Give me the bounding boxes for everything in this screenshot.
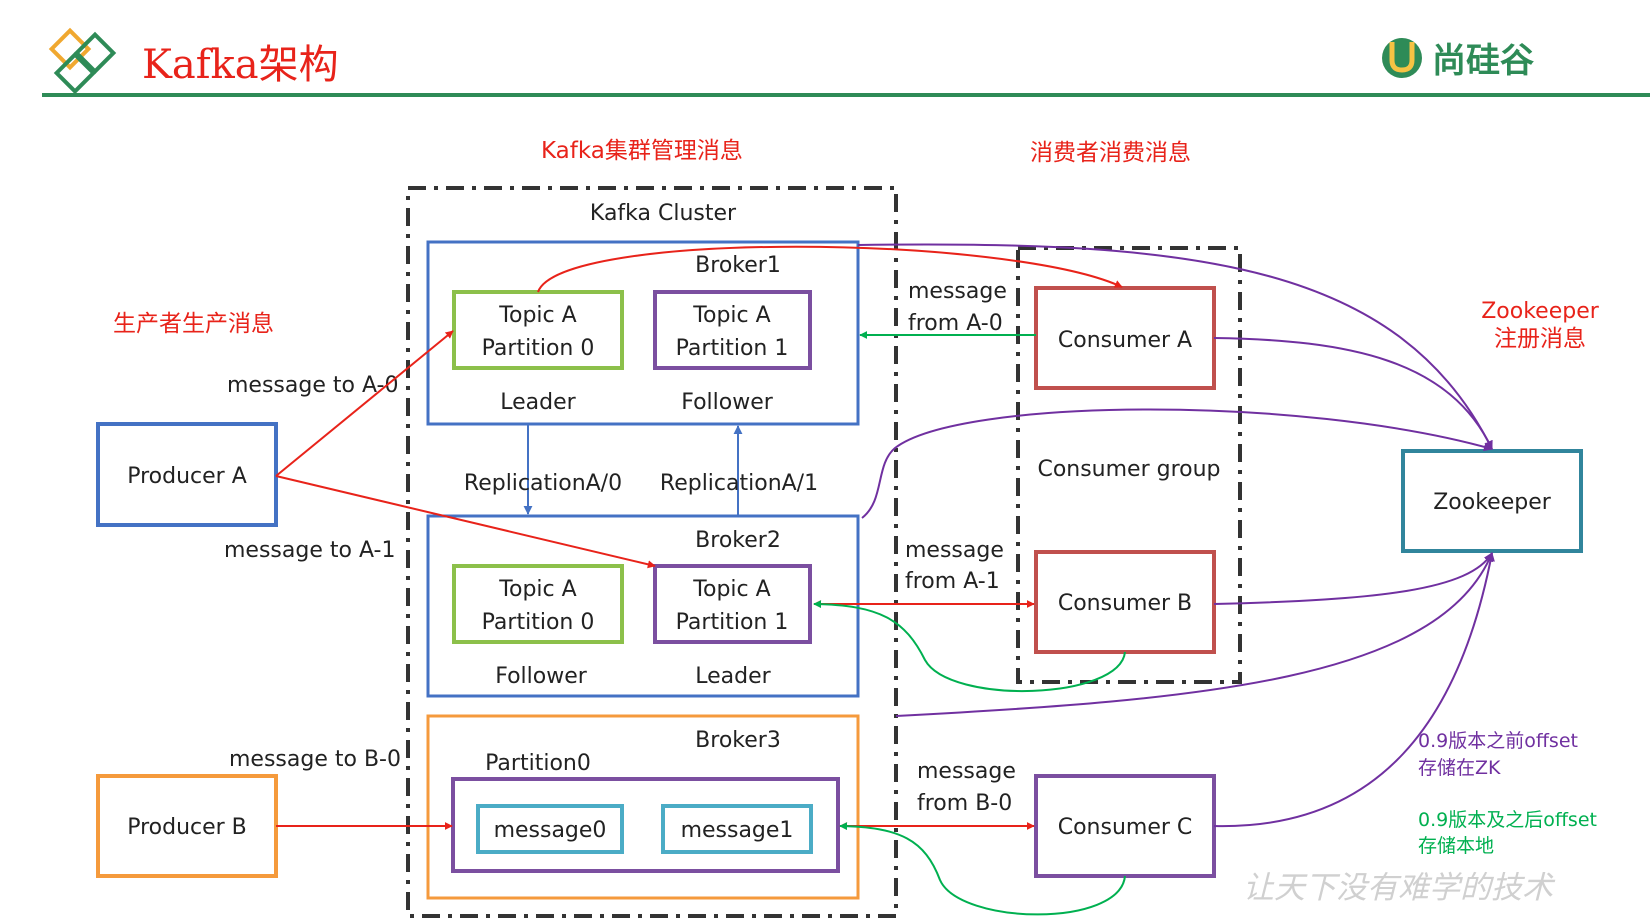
svg-text:Topic A: Topic A [692,577,770,602]
broker2-partition-1-role: Leader [695,664,771,689]
broker1-partition-1: Topic A Partition 1 [653,290,812,370]
broker3-partition-box [451,777,840,873]
kafka-cluster-label: Kafka Cluster [590,201,737,226]
producer-b-label: Producer B [127,815,247,840]
broker1-partition-1-role: Follower [681,390,774,415]
annotation-offset-after-line1: 0.9版本及之后offset [1418,809,1597,831]
producer-b: Producer B [96,774,278,878]
broker3-label: Broker3 [695,728,781,753]
svg-text:Partition 1: Partition 1 [676,610,789,635]
arrow-broker2-register-zk [861,408,1493,519]
consumer-message-a0-line2: from A-0 [908,311,1003,336]
producer-message-to-a1: message to A-1 [224,538,395,563]
svg-text:Partition 0: Partition 0 [482,610,595,635]
consumer-b: Consumer B [1034,550,1216,654]
broker3-message-0: message0 [476,804,624,854]
brand-name: 尚硅谷 [1432,41,1534,81]
broker1-label: Broker1 [695,253,781,278]
consumer-b-label: Consumer B [1058,591,1192,616]
page-title: Kafka架构 [142,42,339,88]
annotation-zookeeper-register-line2: 注册消息 [1494,326,1586,352]
producer-message-to-b0: message to B-0 [229,747,401,772]
replication-a0-label: ReplicationA/0 [464,471,622,496]
consumer-a-label: Consumer A [1058,328,1192,353]
annotation-cluster-manage: Kafka集群管理消息 [541,138,743,164]
consumer-message-b0-line1: message [917,759,1016,784]
broker3-partition-label: Partition0 [485,751,591,776]
consumer-c: Consumer C [1034,774,1216,878]
svg-text:Topic A: Topic A [498,303,576,328]
annotation-offset-before-line2: 存储在ZK [1418,757,1501,779]
broker2-label: Broker2 [695,528,781,553]
broker3: Broker3 Partition0 message0 message1 [426,714,860,900]
svg-text:message1: message1 [681,818,794,843]
logo-diamonds-icon [48,27,117,95]
producer-a-label: Producer A [127,464,247,489]
consumer-message-a1-line2: from A-1 [905,569,1000,594]
arrow-consumer-c-offset-local [839,822,1126,916]
arrow-partition-a0-to-consumer-a [537,245,1123,293]
kafka-cluster-boundary [406,186,898,918]
broker1-partition-0: Topic A Partition 0 [452,290,624,370]
brand-logo: 尚硅谷 [1382,38,1534,81]
annotation-consumer-consume: 消费者消费消息 [1030,140,1191,166]
consumer-group-boundary [1016,246,1242,684]
arrow-consumer-a-register-zk [1213,337,1493,450]
zookeeper-label: Zookeeper [1433,490,1552,515]
annotation-zookeeper-register-line1: Zookeeper [1481,299,1600,324]
consumer-message-b0-line2: from B-0 [917,791,1012,816]
zookeeper-node: Zookeeper [1401,449,1583,553]
consumer-a: Consumer A [1034,286,1216,390]
replication-a1-label: ReplicationA/1 [660,471,818,496]
svg-text:Partition 0: Partition 0 [482,336,595,361]
arrow-consumer-c-register-zk [1213,552,1495,828]
producer-message-to-a0: message to A-0 [227,373,398,398]
svg-text:Partition 1: Partition 1 [676,336,789,361]
annotation-offset-before-line1: 0.9版本之前offset [1418,730,1578,752]
producer-a: Producer A [96,422,278,527]
watermark-slogan: 让天下没有难学的技术 [1243,870,1556,906]
svg-text:Topic A: Topic A [692,303,770,328]
svg-text:message0: message0 [494,818,607,843]
consumer-message-a1-line1: message [905,538,1004,563]
brand-mark-icon [1382,38,1422,78]
arrow-producer-a-to-partition-a1 [275,475,656,569]
broker1-partition-0-role: Leader [500,390,576,415]
svg-text:Topic A: Topic A [498,577,576,602]
consumer-group-label: Consumer group [1037,457,1220,482]
annotation-producer-produce: 生产者生产消息 [113,311,274,337]
arrow-broker1-register-zk [857,243,1493,450]
broker2: Broker2 Topic A Partition 0 Follower Top… [426,514,860,698]
consumer-c-label: Consumer C [1058,815,1193,840]
broker3-message-1: message1 [661,804,813,854]
arrow-broker3-register-zk [895,552,1494,717]
broker2-partition-0: Topic A Partition 0 [452,564,624,644]
arrow-consumer-b-offset-local [813,600,1126,693]
broker2-partition-1: Topic A Partition 1 [653,564,812,644]
consumer-message-a0-line1: message [908,279,1007,304]
annotation-offset-after-line2: 存储本地 [1418,835,1494,857]
broker1: Broker1 Topic A Partition 0 Leader Topic… [426,240,860,426]
broker2-partition-0-role: Follower [495,664,588,689]
header-divider [42,93,1650,97]
arrow-producer-a-to-partition-a0 [275,330,454,477]
arrow-consumer-b-register-zk [1213,552,1493,605]
